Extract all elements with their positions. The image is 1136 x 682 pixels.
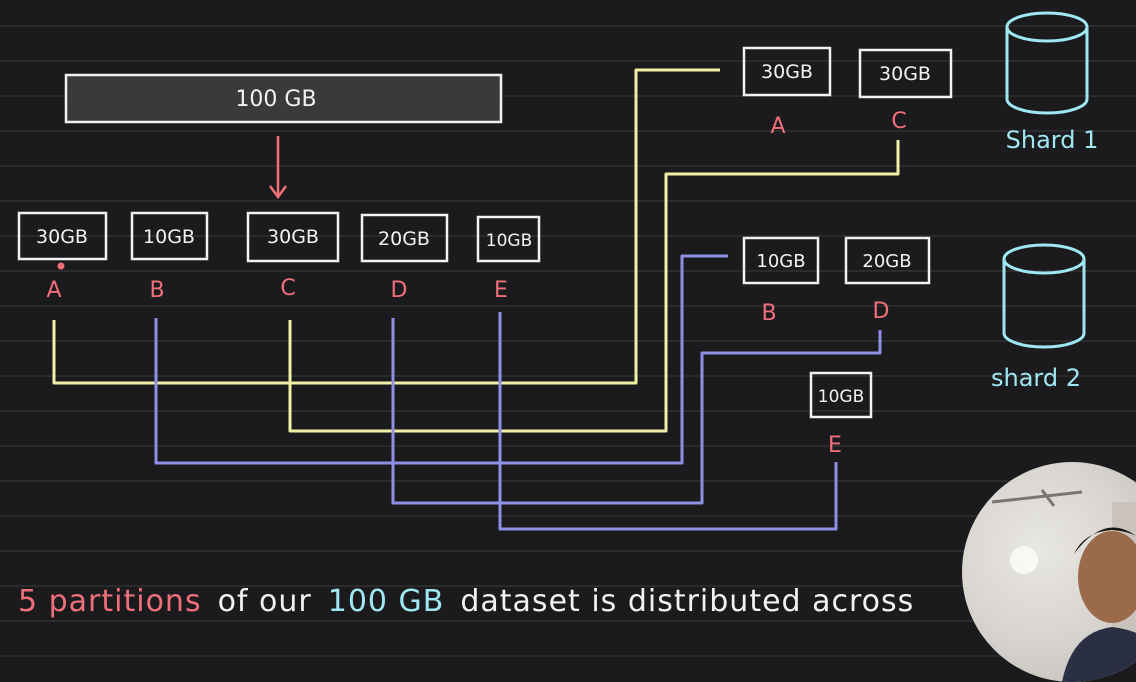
- partition-e-size: 10GB: [486, 231, 532, 251]
- partition-b-size: 10GB: [143, 226, 195, 248]
- shard2-label: shard 2: [991, 364, 1081, 392]
- connector-a-to-shard1: [52, 68, 720, 385]
- database-cylinder-icon: [1002, 243, 1086, 349]
- shard2-e-letter: E: [828, 433, 842, 458]
- partition-b: 10GB B: [130, 211, 209, 303]
- shard2-d-size: 20GB: [862, 251, 911, 272]
- shard1-c-box: [858, 48, 953, 99]
- shard2-e-box: [809, 371, 873, 419]
- shard2-d-letter: D: [873, 299, 890, 324]
- partition-c-box: [246, 211, 340, 263]
- partition-c-letter: C: [280, 276, 295, 301]
- caption-distributed: dataset is distributed across: [460, 584, 915, 619]
- shard1-database: Shard 1: [1005, 11, 1099, 154]
- partition-d-size: 20GB: [378, 228, 430, 250]
- partition-a-size: 30GB: [36, 226, 88, 248]
- ruled-lines: [0, 25, 1136, 657]
- shard2-partition-d: 20GB D: [844, 236, 931, 324]
- dataset-bar: [64, 73, 503, 124]
- shard1-partition-a: 30GB A: [742, 46, 832, 139]
- connector-b-to-shard2: [154, 254, 728, 465]
- partition-d: 20GB D: [360, 213, 449, 303]
- shard1-c-size: 30GB: [879, 63, 931, 85]
- diagram-canvas: 100 GB 30GB A 10GB B 30GB C 20GB D 10GB …: [0, 11, 1136, 657]
- partition-e-box: [476, 215, 541, 263]
- database-cylinder-icon: [1005, 11, 1089, 115]
- partition-a-letter: A: [46, 278, 61, 303]
- caption-partitions: 5 partitions: [18, 584, 202, 619]
- arrow-down-icon: [268, 136, 288, 200]
- partition-a: 30GB A: [17, 211, 108, 303]
- caption: 5 partitions of our 100 GB dataset is distr…: [18, 584, 930, 619]
- shard2-partition-b: 10GB B: [742, 236, 820, 326]
- shard1-label: Shard 1: [1006, 126, 1099, 154]
- shard1-a-box: [742, 46, 832, 97]
- shard1-partition-c: 30GB C: [858, 48, 953, 134]
- shard2-b-size: 10GB: [756, 251, 805, 272]
- shard2-b-box: [742, 236, 820, 285]
- partition-a-box: [17, 211, 108, 261]
- partition-d-box: [360, 213, 449, 263]
- connector-d-to-shard2: [391, 318, 882, 505]
- shard2-partition-e: 10GB E: [809, 371, 873, 458]
- partition-e: 10GB E: [476, 215, 541, 303]
- shard1-a-size: 30GB: [761, 61, 813, 83]
- dataset-block: 100 GB: [64, 73, 503, 124]
- shard2-b-letter: B: [761, 301, 776, 326]
- shard2-e-size: 10GB: [818, 387, 864, 407]
- partition-b-letter: B: [149, 278, 164, 303]
- partition-b-box: [130, 211, 209, 261]
- partition-c: 30GB C: [246, 211, 340, 301]
- shard2-d-box: [844, 236, 931, 285]
- connector-e-to-shard2: [498, 312, 838, 531]
- pointer-dot: [57, 262, 65, 270]
- caption-dataset-size: 100 GB: [327, 584, 445, 619]
- connector-c-to-shard1: [288, 140, 900, 433]
- caption-of-our: of our: [217, 584, 312, 619]
- shard1-a-letter: A: [770, 114, 785, 139]
- dataset-label: 100 GB: [235, 87, 316, 112]
- partition-c-size: 30GB: [267, 226, 319, 248]
- shard1-c-letter: C: [891, 109, 906, 134]
- partition-e-letter: E: [494, 278, 508, 303]
- partition-d-letter: D: [391, 278, 408, 303]
- shard2-database: shard 2: [991, 243, 1086, 392]
